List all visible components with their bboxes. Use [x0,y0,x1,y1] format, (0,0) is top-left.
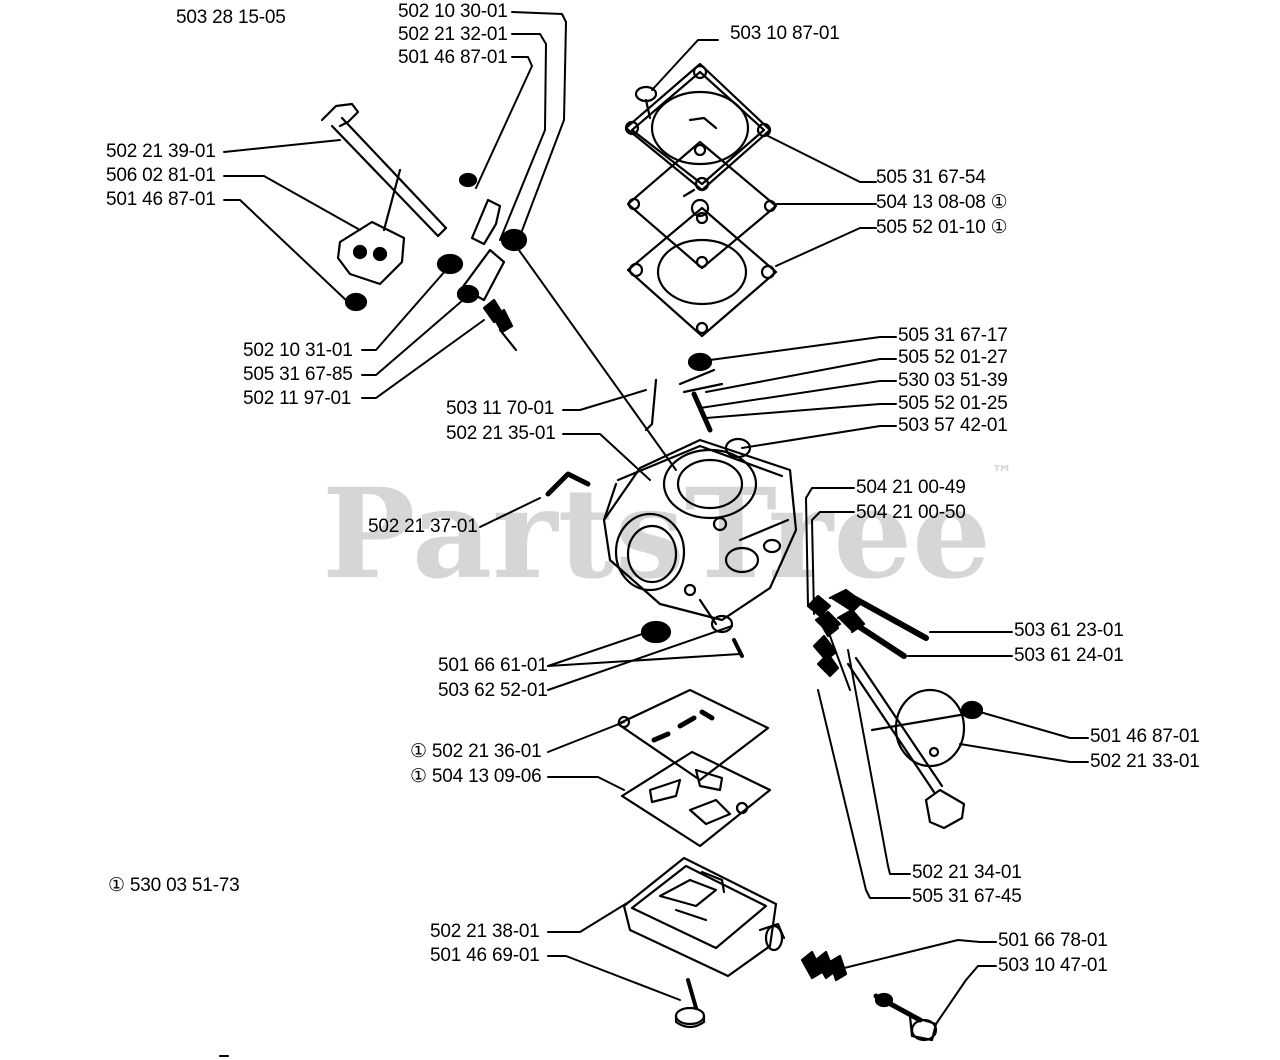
metering-cover [622,856,786,978]
metering-gasket [620,750,772,848]
part-label: 501 46 87-01 [398,47,508,68]
part-label: 502 10 30-01 [398,1,508,22]
cover-screw-bottom [674,978,706,1029]
part-label: ① 504 13 09-06 [410,766,542,787]
part-label: 504 13 08-08 ① [876,192,1008,213]
choke-detent-parts [436,172,528,304]
part-label: 502 21 33-01 [1090,751,1200,772]
cover-screw [634,85,658,120]
bent-pin [545,471,591,497]
carburetor-body [602,438,798,626]
pump-gasket [626,206,778,338]
part-label: 504 21 00-50 [856,502,966,523]
throttle-screw [960,700,984,720]
part-label: 505 31 67-17 [898,325,1008,346]
throttle-shaft [812,610,966,830]
part-label: 501 66 61-01 [438,655,548,676]
part-label: 503 11 70-01 [446,398,555,419]
leader-lines [219,11,1089,1057]
limiter-parts [640,614,744,658]
choke-screw [344,292,368,312]
part-label: 502 11 97-01 [243,388,352,409]
part-label: 504 21 00-49 [856,477,966,498]
part-label: 501 46 69-01 [430,945,540,966]
choke-shaft [320,102,448,238]
part-label: 502 10 31-01 [243,340,353,361]
part-label: 530 03 51-39 [898,370,1008,391]
inlet-needle-stack [644,352,752,459]
part-label: 505 52 01-25 [898,393,1008,414]
part-label: 501 46 87-01 [1090,726,1200,747]
part-label: 505 31 67-45 [912,886,1022,907]
diagram-id-label: 503 28 15-05 [176,7,286,28]
part-label: 502 21 35-01 [446,423,556,444]
part-label: 502 21 37-01 [368,516,478,537]
part-label: 503 61 24-01 [1014,645,1124,666]
part-label: 506 02 81-01 [106,165,216,186]
part-label: 503 61 23-01 [1014,620,1124,641]
part-label: ① 502 21 36-01 [410,741,542,762]
idle-screw-assembly [800,950,938,1042]
throttle-plate [870,688,968,768]
part-label: 503 62 52-01 [438,680,548,701]
part-label: 503 57 42-01 [898,415,1008,436]
part-label: 505 31 67-85 [243,364,353,385]
part-label: 503 10 47-01 [998,955,1108,976]
part-label: 502 21 38-01 [430,921,540,942]
part-label: 503 10 87-01 [730,23,840,44]
pump-cover-plate [624,62,772,192]
part-label: 502 21 39-01 [106,141,216,162]
kit-note-label: ① 530 03 51-73 [108,875,240,896]
part-label: 501 46 87-01 [106,189,216,210]
metering-diaphragm [616,688,770,782]
part-label: 505 31 67-54 [876,167,986,188]
pump-diaphragm [626,140,778,270]
part-label: 502 21 34-01 [912,862,1022,883]
choke-plate [336,220,406,286]
part-label: 505 52 01-27 [898,347,1008,368]
part-label: 505 52 01-10 ① [876,217,1008,238]
part-label: 501 66 78-01 [998,930,1108,951]
detent-spring [482,298,518,352]
part-label: 502 21 32-01 [398,24,508,45]
